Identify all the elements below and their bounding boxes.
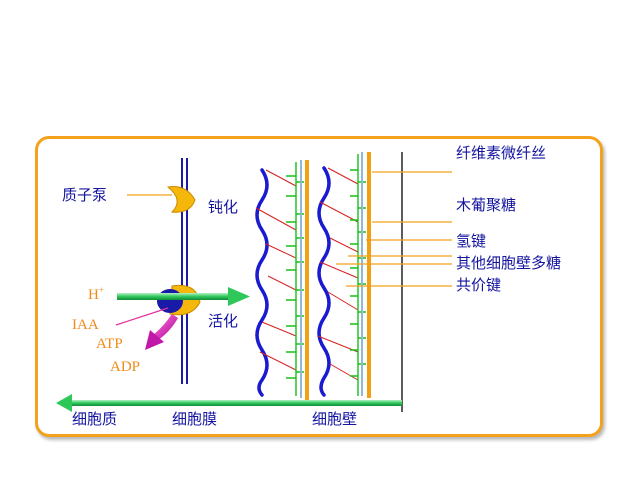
- label-iaa: IAA: [72, 317, 99, 333]
- proton-pump-active: [157, 284, 201, 316]
- proton-arrow: [117, 287, 250, 306]
- label-cell-membrane: 细胞膜: [172, 410, 218, 428]
- label-proton: H+: [88, 285, 104, 303]
- covalent-links: [255, 167, 359, 381]
- return-arrow: [56, 394, 402, 412]
- label-xyloglucan: 木葡聚糖: [456, 196, 517, 214]
- proton-pump-inactive: [166, 186, 196, 213]
- label-cell-wall: 细胞壁: [312, 410, 358, 428]
- diagram-panel: [35, 136, 603, 437]
- label-cytoplasm: 细胞质: [72, 410, 118, 428]
- label-inactivated: 钝化: [208, 198, 239, 216]
- atp-arrow: [145, 314, 178, 350]
- iaa-pointer-line: [115, 307, 169, 326]
- label-adp: ADP: [110, 359, 141, 375]
- label-atp: ATP: [96, 336, 123, 352]
- label-other-polysaccharides: 其他细胞壁多糖: [456, 254, 562, 272]
- label-leader-lines: [336, 171, 452, 287]
- label-activated: 活化: [208, 312, 239, 330]
- label-covalent-bond: 共价键: [456, 276, 502, 294]
- label-proton-pump: 质子泵: [62, 186, 108, 204]
- label-hydrogen-bond: 氢键: [456, 232, 487, 250]
- label-microfibril: 纤维素微纤丝: [456, 144, 547, 162]
- wavy-polysaccharide-chains: [255, 166, 331, 397]
- cellulose-microfibrils: [300, 152, 371, 402]
